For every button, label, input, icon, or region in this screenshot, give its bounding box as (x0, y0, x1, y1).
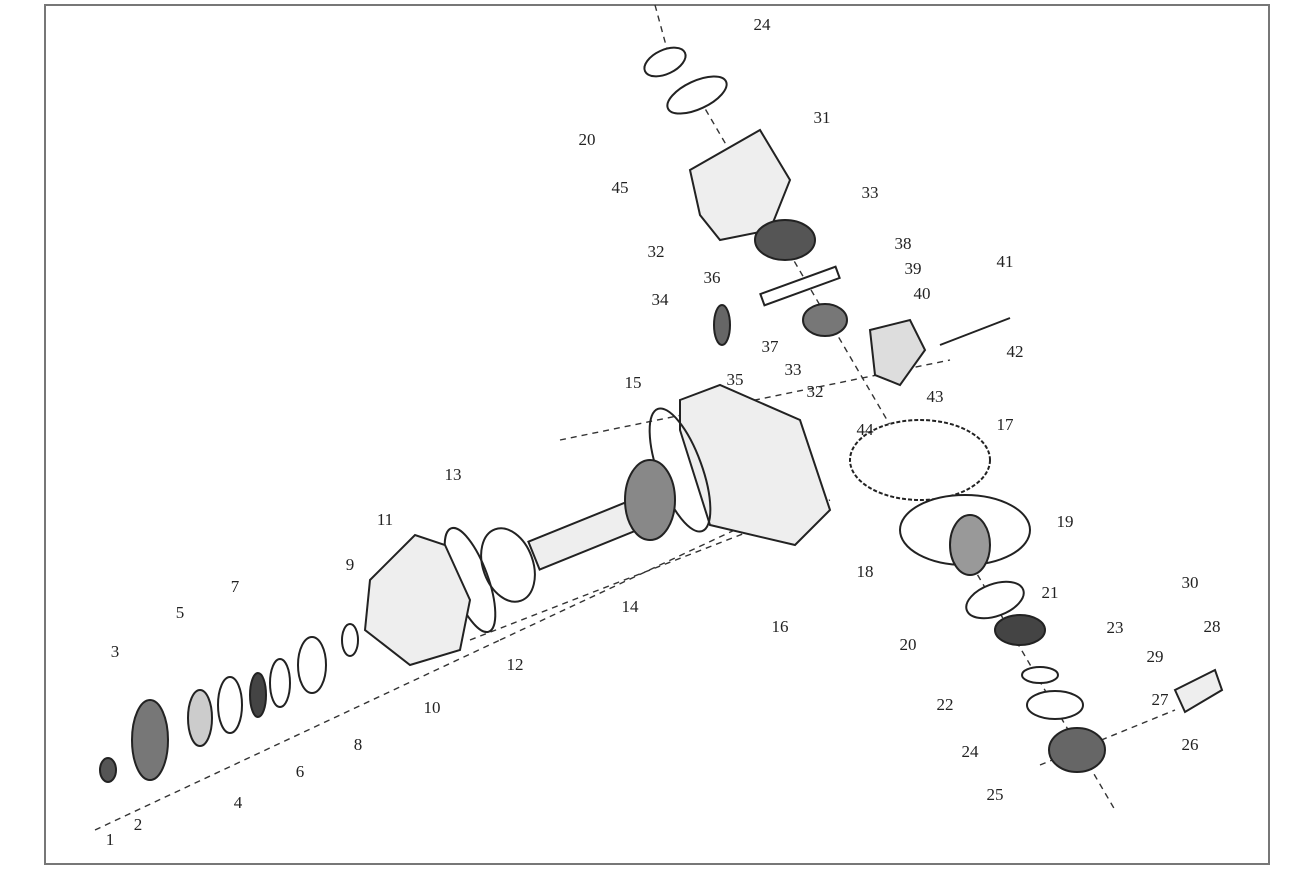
part-bracket-27 (1173, 668, 1224, 714)
part-ring-4 (187, 689, 213, 747)
part-label-24: 24 (753, 15, 771, 34)
part-label-33: 33 (861, 183, 879, 202)
part-side-gear-33 (754, 219, 816, 261)
part-pinion-shaft-14 (527, 499, 643, 571)
part-shaft-42 (939, 317, 1011, 346)
part-label-6: 6 (295, 762, 305, 781)
part-label-27: 27 (1151, 690, 1169, 709)
part-washer-9 (341, 623, 359, 657)
part-label-9: 9 (345, 555, 355, 574)
part-label-36: 36 (703, 268, 721, 287)
part-label-17: 17 (996, 415, 1014, 434)
part-label-41: 41 (996, 252, 1014, 271)
part-label-38: 38 (894, 234, 912, 253)
part-label-43: 43 (926, 387, 944, 406)
part-label-10: 10 (423, 698, 441, 717)
part-pinion-gear (624, 459, 676, 541)
part-label-37: 37 (761, 337, 779, 356)
part-ring-gear-17 (849, 419, 991, 501)
part-label-26: 26 (1181, 735, 1199, 754)
part-ring-22-23 (1021, 666, 1059, 684)
part-label-29: 29 (1146, 647, 1164, 666)
part-bearing-top (666, 75, 728, 115)
part-fork-43 (868, 318, 927, 387)
part-bearing-20 (965, 580, 1025, 620)
part-nut-2 (99, 757, 117, 783)
part-yoke-3 (131, 699, 169, 781)
part-label-18: 18 (856, 562, 874, 581)
part-seal-5 (217, 676, 243, 734)
part-label-2: 2 (133, 815, 143, 834)
part-housing-16 (679, 383, 832, 547)
part-label-34: 34 (651, 290, 669, 309)
part-bearing-13 (480, 527, 536, 603)
part-label-11: 11 (376, 510, 394, 529)
part-label-1: 1 (105, 830, 115, 849)
part-label-15: 15 (624, 373, 642, 392)
part-label-19: 19 (1056, 512, 1074, 531)
part-label-20: 20 (899, 635, 917, 654)
part-bearing-cup-top (643, 46, 687, 78)
part-label-23: 23 (1106, 618, 1124, 637)
part-cover-11 (363, 533, 472, 667)
part-label-21: 21 (1041, 583, 1059, 602)
part-label-42: 42 (1006, 342, 1024, 361)
part-cross-shaft-37 (759, 265, 841, 307)
part-label-45: 45 (611, 178, 629, 197)
part-side-gear-33b (802, 303, 848, 337)
part-label-20: 20 (578, 130, 596, 149)
parts (99, 46, 1224, 783)
part-label-22: 22 (936, 695, 954, 714)
part-label-32: 32 (806, 382, 824, 401)
diagram-frame (44, 4, 1270, 865)
part-label-25: 25 (986, 785, 1004, 804)
part-label-33: 33 (784, 360, 802, 379)
part-gear-25 (1048, 727, 1106, 773)
part-label-44: 44 (856, 420, 874, 439)
part-label-30: 30 (1181, 573, 1199, 592)
part-label-31: 31 (813, 108, 831, 127)
part-label-12: 12 (506, 655, 524, 674)
part-label-32: 32 (647, 242, 665, 261)
part-label-35: 35 (726, 370, 744, 389)
part-bearing-8 (297, 636, 327, 694)
part-label-16: 16 (771, 617, 789, 636)
part-label-40: 40 (913, 284, 931, 303)
part-label-4: 4 (233, 793, 243, 812)
part-label-24: 24 (961, 742, 979, 761)
part-label-13: 13 (444, 465, 462, 484)
part-cup-24 (1026, 690, 1084, 720)
part-gear-35 (713, 304, 731, 346)
part-ring-7 (269, 658, 291, 708)
part-label-3: 3 (110, 642, 120, 661)
part-ring-6 (249, 672, 267, 718)
part-gear-21 (994, 614, 1046, 646)
part-label-39: 39 (904, 259, 922, 278)
part-label-8: 8 (353, 735, 363, 754)
part-label-5: 5 (175, 603, 185, 622)
main-axis-dashed (94, 489, 821, 831)
part-hub-18 (949, 514, 991, 576)
part-label-28: 28 (1203, 617, 1221, 636)
part-label-14: 14 (621, 597, 639, 616)
part-label-7: 7 (230, 577, 240, 596)
